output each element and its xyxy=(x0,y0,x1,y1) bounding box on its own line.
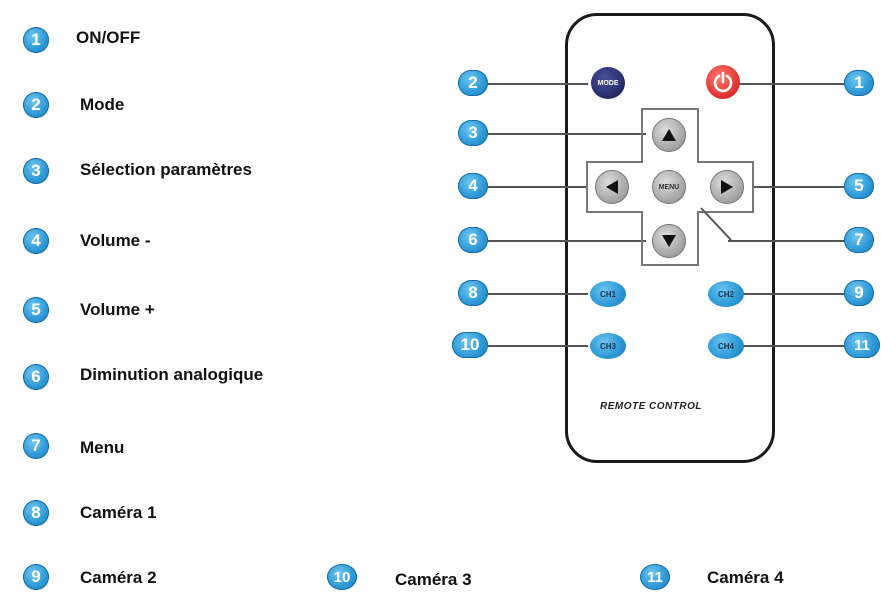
leader-line-4 xyxy=(488,186,588,188)
ch3-button[interactable]: CH3 xyxy=(590,333,626,359)
callout-badge-8: 8 xyxy=(23,500,49,526)
power-button[interactable] xyxy=(706,65,740,99)
callout-3: 3 xyxy=(458,120,488,146)
legend-label-2: Mode xyxy=(80,95,125,114)
leader-line-7 xyxy=(728,240,846,242)
callout-badge-11: 11 xyxy=(640,564,670,590)
menu-leader-diagonal xyxy=(700,207,732,241)
mode-button[interactable]: MODE xyxy=(591,67,625,99)
ch4-button[interactable]: CH4 xyxy=(708,333,744,359)
ch2-button[interactable]: CH2 xyxy=(708,281,744,307)
leader-line-10 xyxy=(488,345,588,347)
leader-line-6 xyxy=(488,240,646,242)
leader-line-8 xyxy=(488,293,588,295)
callout-5: 5 xyxy=(844,173,874,199)
callout-badge-7: 7 xyxy=(23,433,49,459)
legend-label-11: Caméra 4 xyxy=(707,568,784,587)
callout-badge-4: 4 xyxy=(23,228,49,254)
legend-label-10: Caméra 3 xyxy=(395,570,472,589)
legend-label-4: Volume - xyxy=(80,231,151,250)
callout-6: 6 xyxy=(458,227,488,253)
callout-2: 2 xyxy=(458,70,488,96)
legend-label-7: Menu xyxy=(80,438,125,457)
legend-label-6: Diminution analogique xyxy=(80,365,264,384)
menu-button[interactable]: MENU xyxy=(652,170,686,204)
triangle-left-icon xyxy=(606,180,618,194)
leader-line-11 xyxy=(738,345,846,347)
leader-line-9 xyxy=(738,293,846,295)
legend-label-9: Caméra 2 xyxy=(80,568,157,587)
down-button[interactable] xyxy=(652,224,686,258)
callout-9: 9 xyxy=(844,280,874,306)
legend-label-8: Caméra 1 xyxy=(80,503,157,522)
callout-7: 7 xyxy=(844,227,874,253)
remote-footer-label: REMOTE CONTROL xyxy=(600,401,702,412)
leader-line-3 xyxy=(488,133,646,135)
dpad-outline xyxy=(586,108,754,266)
power-icon xyxy=(713,71,733,93)
callout-11: 11 xyxy=(844,332,880,358)
callout-8: 8 xyxy=(458,280,488,306)
leader-line-2 xyxy=(488,83,588,85)
callout-badge-3: 3 xyxy=(23,158,49,184)
callout-1: 1 xyxy=(844,70,874,96)
triangle-down-icon xyxy=(662,235,676,247)
callout-10: 10 xyxy=(452,332,488,358)
leader-line-1 xyxy=(738,83,846,85)
callout-badge-10: 10 xyxy=(327,564,357,590)
callout-badge-1: 1 xyxy=(23,27,49,53)
triangle-up-icon xyxy=(662,129,676,141)
callout-badge-9: 9 xyxy=(23,564,49,590)
left-button[interactable] xyxy=(595,170,629,204)
callout-badge-6: 6 xyxy=(23,364,49,390)
right-button[interactable] xyxy=(710,170,744,204)
triangle-right-icon xyxy=(721,180,733,194)
legend-label-1: ON/OFF xyxy=(76,28,141,47)
leader-line-5 xyxy=(753,186,846,188)
legend-label-3: Sélection paramètres xyxy=(80,160,252,179)
legend-label-5: Volume + xyxy=(80,300,155,319)
up-button[interactable] xyxy=(652,118,686,152)
callout-4: 4 xyxy=(458,173,488,199)
ch1-button[interactable]: CH1 xyxy=(590,281,626,307)
callout-badge-5: 5 xyxy=(23,297,49,323)
callout-badge-2: 2 xyxy=(23,92,49,118)
